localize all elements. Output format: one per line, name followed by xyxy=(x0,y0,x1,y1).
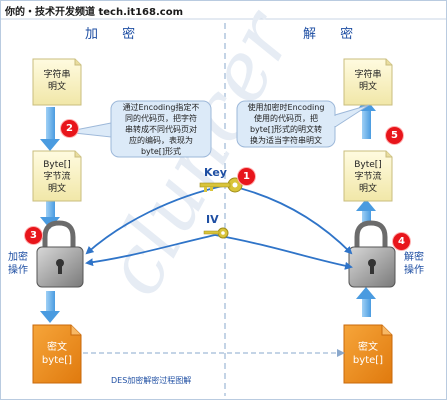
step-badge-2: 2 xyxy=(61,120,78,137)
left-note: 通过Encoding指定不 同的代码页，把字符 串转成不同代码页对 应的编码，表… xyxy=(113,102,209,157)
left-arrow-head-1 xyxy=(40,139,60,151)
note-line: 使用的代码页，把 xyxy=(254,114,318,123)
note-line: 应的编码，表现为 xyxy=(129,136,193,145)
encrypt-heading: 加 密 xyxy=(85,27,146,42)
left-arrow-shaft-1 xyxy=(46,107,55,141)
right-byte-doc: Byte[] 字节流 明文 xyxy=(344,159,392,195)
left-padlock-icon xyxy=(36,220,84,288)
step-badge-4: 4 xyxy=(393,233,410,250)
left-byte-doc-shape xyxy=(32,150,82,202)
doc-line: 明文 xyxy=(47,82,66,92)
doc-line: 明文 xyxy=(358,82,377,92)
right-arrow-shaft-2 xyxy=(362,209,371,225)
key-to-decrypt-arrow xyxy=(226,184,353,255)
iv-to-decrypt-arrow xyxy=(214,234,353,270)
key-icon xyxy=(199,177,243,193)
iv-to-encrypt-arrow xyxy=(85,234,216,267)
left-cipher-doc-shape xyxy=(32,324,82,384)
step-badge-1: 1 xyxy=(238,168,255,185)
right-arrow-shaft-1 xyxy=(362,109,371,139)
op-line: 操作 xyxy=(8,265,28,276)
doc-line: 字符串 xyxy=(43,70,71,80)
decrypt-op-label: 解密 操作 xyxy=(397,251,431,277)
doc-line: 明文 xyxy=(47,184,66,194)
op-line: 操作 xyxy=(404,265,424,276)
cipher-line: byte[] xyxy=(352,355,384,366)
cipher-line: 密文 xyxy=(47,342,67,353)
note-line: 串转成不同代码页对 xyxy=(125,125,197,134)
note-line: byte[]形式的明文转 xyxy=(249,125,323,134)
right-arrow-head-3 xyxy=(356,287,376,299)
doc-line: 字符串 xyxy=(354,70,382,80)
op-line: 加密 xyxy=(8,252,28,263)
right-cipher-doc-shape xyxy=(343,324,393,384)
op-line: 解密 xyxy=(404,252,424,263)
iv-label: IV xyxy=(206,213,219,226)
right-string-doc: 字符串 明文 xyxy=(344,69,392,93)
doc-line: 字节流 xyxy=(354,172,382,182)
left-string-doc-shape xyxy=(32,58,82,106)
cipher-line: 密文 xyxy=(358,342,378,353)
diagram-caption: DES加密解密过程图解 xyxy=(111,376,192,385)
left-byte-doc: Byte[] 字节流 明文 xyxy=(33,159,81,195)
step-badge-5: 5 xyxy=(386,127,403,144)
doc-line: Byte[] xyxy=(43,160,71,170)
note-line: 换为适当字符串明文 xyxy=(250,136,322,145)
cipher-line: byte[] xyxy=(41,355,73,366)
right-arrow-shaft-3 xyxy=(362,297,371,317)
decrypt-heading: 解 密 xyxy=(303,27,364,42)
doc-line: 明文 xyxy=(358,184,377,194)
key-to-encrypt-arrow xyxy=(85,184,228,255)
left-arrow-shaft-2 xyxy=(46,201,55,219)
note-line: 通过Encoding指定不 xyxy=(122,103,200,112)
note-line: 同的代码页，把字符 xyxy=(125,114,197,123)
step-badge-3: 3 xyxy=(25,227,42,244)
site-header: 你的・技术开发频道 tech.it168.com xyxy=(5,7,183,18)
right-byte-doc-shape xyxy=(343,150,393,202)
encrypt-op-label: 加密 操作 xyxy=(3,251,33,277)
right-padlock-icon xyxy=(348,220,396,288)
note-line: byte[]形式 xyxy=(140,147,182,156)
left-arrow-shaft-3 xyxy=(46,291,55,313)
left-arrow-head-3 xyxy=(40,311,60,323)
right-cipher-doc: 密文 byte[] xyxy=(344,341,392,367)
left-string-doc: 字符串 明文 xyxy=(33,69,81,93)
right-string-doc-shape xyxy=(343,58,393,106)
doc-line: 字节流 xyxy=(43,172,71,182)
doc-line: Byte[] xyxy=(354,160,382,170)
key-label: Key xyxy=(204,166,227,179)
iv-key-icon xyxy=(203,227,229,239)
left-cipher-doc: 密文 byte[] xyxy=(33,341,81,367)
note-line: 使用加密时Encoding xyxy=(247,103,325,112)
right-note: 使用加密时Encoding 使用的代码页，把 byte[]形式的明文转 换为适当… xyxy=(239,102,333,146)
right-arrow-head-2 xyxy=(356,199,376,211)
